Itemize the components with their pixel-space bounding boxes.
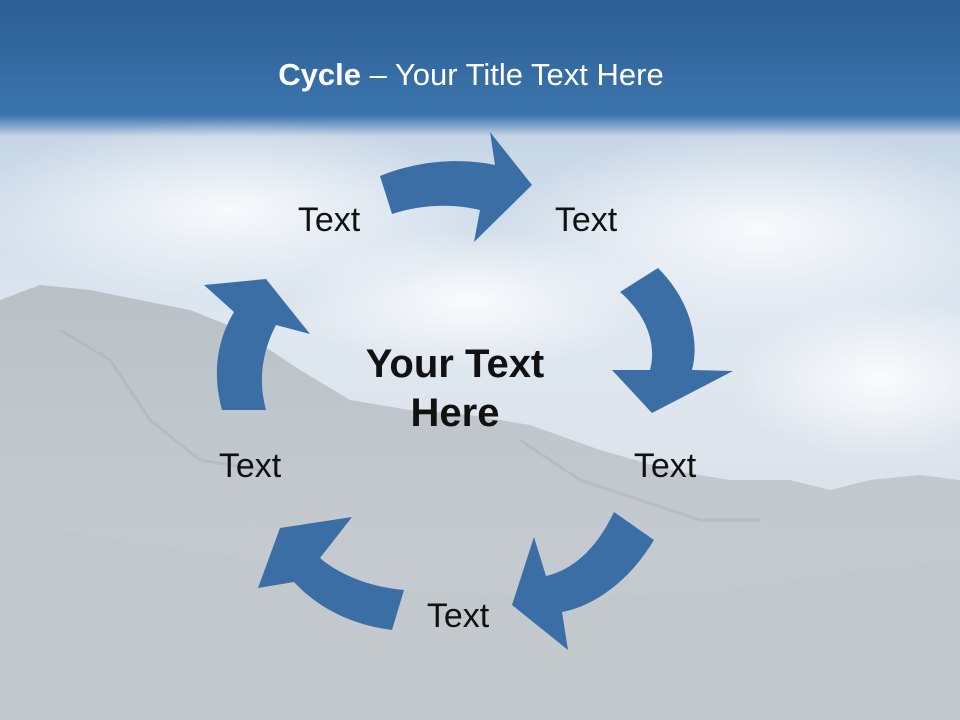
- center-text-line-1: Your Text: [365, 342, 545, 386]
- node-label-bottom: Text: [426, 597, 490, 635]
- curved-arrow-icon: [512, 512, 654, 650]
- slide-title: Cycle – Your Title Text Here: [0, 52, 942, 98]
- curved-arrow-icon: [380, 132, 532, 242]
- center-text-line-2: Here: [410, 391, 500, 435]
- center-text: Your Text Here: [305, 340, 605, 438]
- curved-arrow-icon: [612, 268, 733, 413]
- curved-arrow-icon: [258, 517, 404, 630]
- node-label-top-right: Text: [554, 201, 618, 239]
- title-bold: Cycle: [278, 57, 361, 92]
- node-label-top-left: Text: [297, 201, 361, 239]
- node-label-right: Text: [633, 447, 697, 485]
- title-rest: – Your Title Text Here: [361, 57, 664, 92]
- curved-arrow-icon: [204, 279, 310, 410]
- node-label-left: Text: [218, 447, 282, 485]
